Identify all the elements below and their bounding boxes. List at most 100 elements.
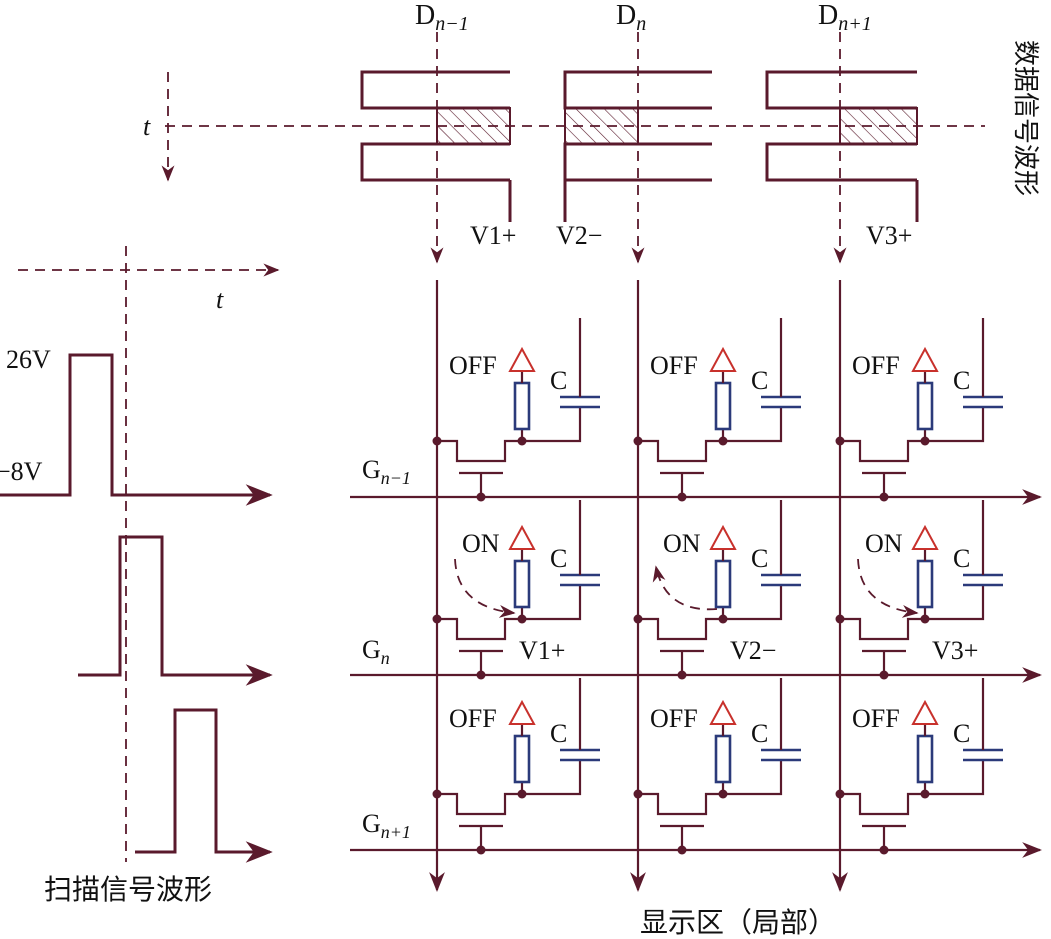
pixel-electrode-icon bbox=[508, 346, 536, 372]
tft-channel bbox=[840, 439, 925, 463]
data-waveform-title: 数据信号波形 bbox=[1010, 40, 1040, 196]
current-flow-arrow bbox=[454, 558, 516, 618]
gate-line-junction bbox=[879, 492, 889, 502]
gate-line-junction bbox=[677, 845, 687, 855]
pixel-cell-r3-c3: OFF C bbox=[835, 678, 1003, 855]
gate-line-junction bbox=[879, 845, 889, 855]
gate-line-junction bbox=[476, 845, 486, 855]
capacitor-label: C bbox=[751, 366, 768, 395]
capacitor-label: C bbox=[550, 366, 567, 395]
tft-channel bbox=[437, 792, 522, 816]
capacitor-label: C bbox=[751, 719, 768, 748]
pixel-cell-r3-c2: OFF C bbox=[633, 678, 801, 855]
tft-channel bbox=[437, 617, 522, 641]
liquid-crystal-resistor bbox=[513, 381, 531, 431]
gate-row-label-1: Gn−1 bbox=[362, 455, 411, 488]
liquid-crystal-resistor bbox=[714, 734, 732, 784]
tft-state-label: ON bbox=[663, 529, 701, 558]
liquid-crystal-resistor bbox=[714, 559, 732, 609]
data-waveform-column-3 bbox=[765, 70, 919, 222]
tft-state-label: OFF bbox=[650, 704, 698, 733]
scan-pulse-row-3 bbox=[135, 708, 273, 863]
pixel-voltage-label: V3+ bbox=[932, 636, 978, 665]
pixel-electrode-icon bbox=[508, 699, 536, 725]
data-column-label-3: Dn+1 bbox=[818, 0, 872, 35]
liquid-crystal-resistor bbox=[714, 381, 732, 431]
capacitor-lead-bottom bbox=[723, 585, 783, 621]
scan-signal-waveform: t 26V −8V 扫描信号波形 bbox=[0, 246, 280, 906]
liquid-crystal-resistor bbox=[513, 734, 531, 784]
data-waveform-column-1 bbox=[360, 70, 512, 222]
capacitor-label: C bbox=[953, 719, 970, 748]
tft-state-label: OFF bbox=[449, 704, 497, 733]
gate-line-junction bbox=[476, 492, 486, 502]
capacitor-lead-bottom bbox=[925, 585, 985, 621]
pixel-cell-r2-c3: ON C V3+ bbox=[835, 500, 1003, 680]
capacitor-lead-bottom bbox=[522, 407, 582, 443]
pixel-voltage-label: V1+ bbox=[519, 636, 565, 665]
gate-line-junction bbox=[476, 670, 486, 680]
display-area-title: 显示区（局部） bbox=[640, 906, 836, 939]
data-column-label-1: Dn−1 bbox=[415, 0, 469, 35]
tft-channel bbox=[840, 617, 925, 641]
capacitor-label: C bbox=[953, 366, 970, 395]
liquid-crystal-resistor bbox=[916, 381, 934, 431]
tft-state-label: ON bbox=[865, 529, 903, 558]
liquid-crystal-resistor bbox=[513, 559, 531, 609]
tft-state-label: OFF bbox=[852, 704, 900, 733]
gate-line-junction bbox=[879, 670, 889, 680]
pixel-electrode-icon bbox=[911, 524, 939, 550]
pixel-cell-r1-c1: OFF C bbox=[432, 318, 600, 502]
tft-state-label: OFF bbox=[852, 351, 900, 380]
tft-channel bbox=[638, 439, 723, 463]
scan-waveform-title: 扫描信号波形 bbox=[44, 873, 212, 906]
liquid-crystal-resistor bbox=[916, 559, 934, 609]
current-flow-arrow bbox=[652, 565, 718, 611]
tft-channel bbox=[437, 439, 522, 463]
pixel-cell-r1-c2: OFF C bbox=[633, 318, 801, 502]
pixel-electrode-icon bbox=[911, 346, 939, 372]
data-waveform-column-2 bbox=[563, 70, 712, 222]
gate-line-junction bbox=[677, 492, 687, 502]
scan-low-voltage: −8V bbox=[0, 457, 43, 486]
scan-time-label: t bbox=[216, 285, 224, 314]
data-waveform-top bbox=[765, 70, 917, 110]
data-voltage-label-2: V2− bbox=[556, 221, 602, 250]
capacitor-lead-bottom bbox=[925, 407, 985, 443]
pixel-cell-r2-c1: ON C V1+ bbox=[432, 500, 600, 680]
capacitor-label: C bbox=[751, 544, 768, 573]
gate-line-junction bbox=[677, 670, 687, 680]
capacitor-label: C bbox=[953, 544, 970, 573]
scan-pulse-row-2 bbox=[78, 535, 273, 686]
capacitor-lead-bottom bbox=[522, 760, 582, 796]
capacitor-lead-bottom bbox=[723, 407, 783, 443]
data-time-label: t bbox=[143, 112, 151, 141]
capacitor-label: C bbox=[550, 544, 567, 573]
capacitor-lead-bottom bbox=[522, 585, 582, 621]
current-flow-arrow bbox=[857, 558, 919, 618]
pixel-electrode-icon bbox=[709, 699, 737, 725]
tft-state-label: ON bbox=[462, 529, 500, 558]
pixel-electrode-icon bbox=[911, 699, 939, 725]
data-waveform-top bbox=[360, 70, 510, 110]
data-voltage-label-1: V1+ bbox=[470, 221, 516, 250]
liquid-crystal-resistor bbox=[916, 734, 934, 784]
gate-row-label-3: Gn+1 bbox=[362, 809, 411, 842]
capacitor-lead-bottom bbox=[723, 760, 783, 796]
tft-channel bbox=[638, 617, 723, 641]
data-voltage-label-3: V3+ bbox=[866, 221, 912, 250]
tft-channel bbox=[638, 792, 723, 816]
data-column-label-2: Dn bbox=[616, 0, 646, 35]
pixel-cell-r1-c3: OFF C bbox=[835, 318, 1003, 502]
display-area: OFFCOFFCOFFCONCV1+ONCV2−ONCV3+OFFCOFFCOF… bbox=[350, 280, 1042, 939]
data-waveform-bottom bbox=[360, 142, 510, 182]
data-waveform-bottom bbox=[765, 142, 917, 182]
scan-pulse-row-1 bbox=[0, 353, 273, 506]
tft-state-label: OFF bbox=[449, 351, 497, 380]
tft-state-label: OFF bbox=[650, 351, 698, 380]
capacitor-lead-bottom bbox=[925, 760, 985, 796]
pixel-electrode-icon bbox=[709, 346, 737, 372]
pixel-electrode-icon bbox=[709, 524, 737, 550]
